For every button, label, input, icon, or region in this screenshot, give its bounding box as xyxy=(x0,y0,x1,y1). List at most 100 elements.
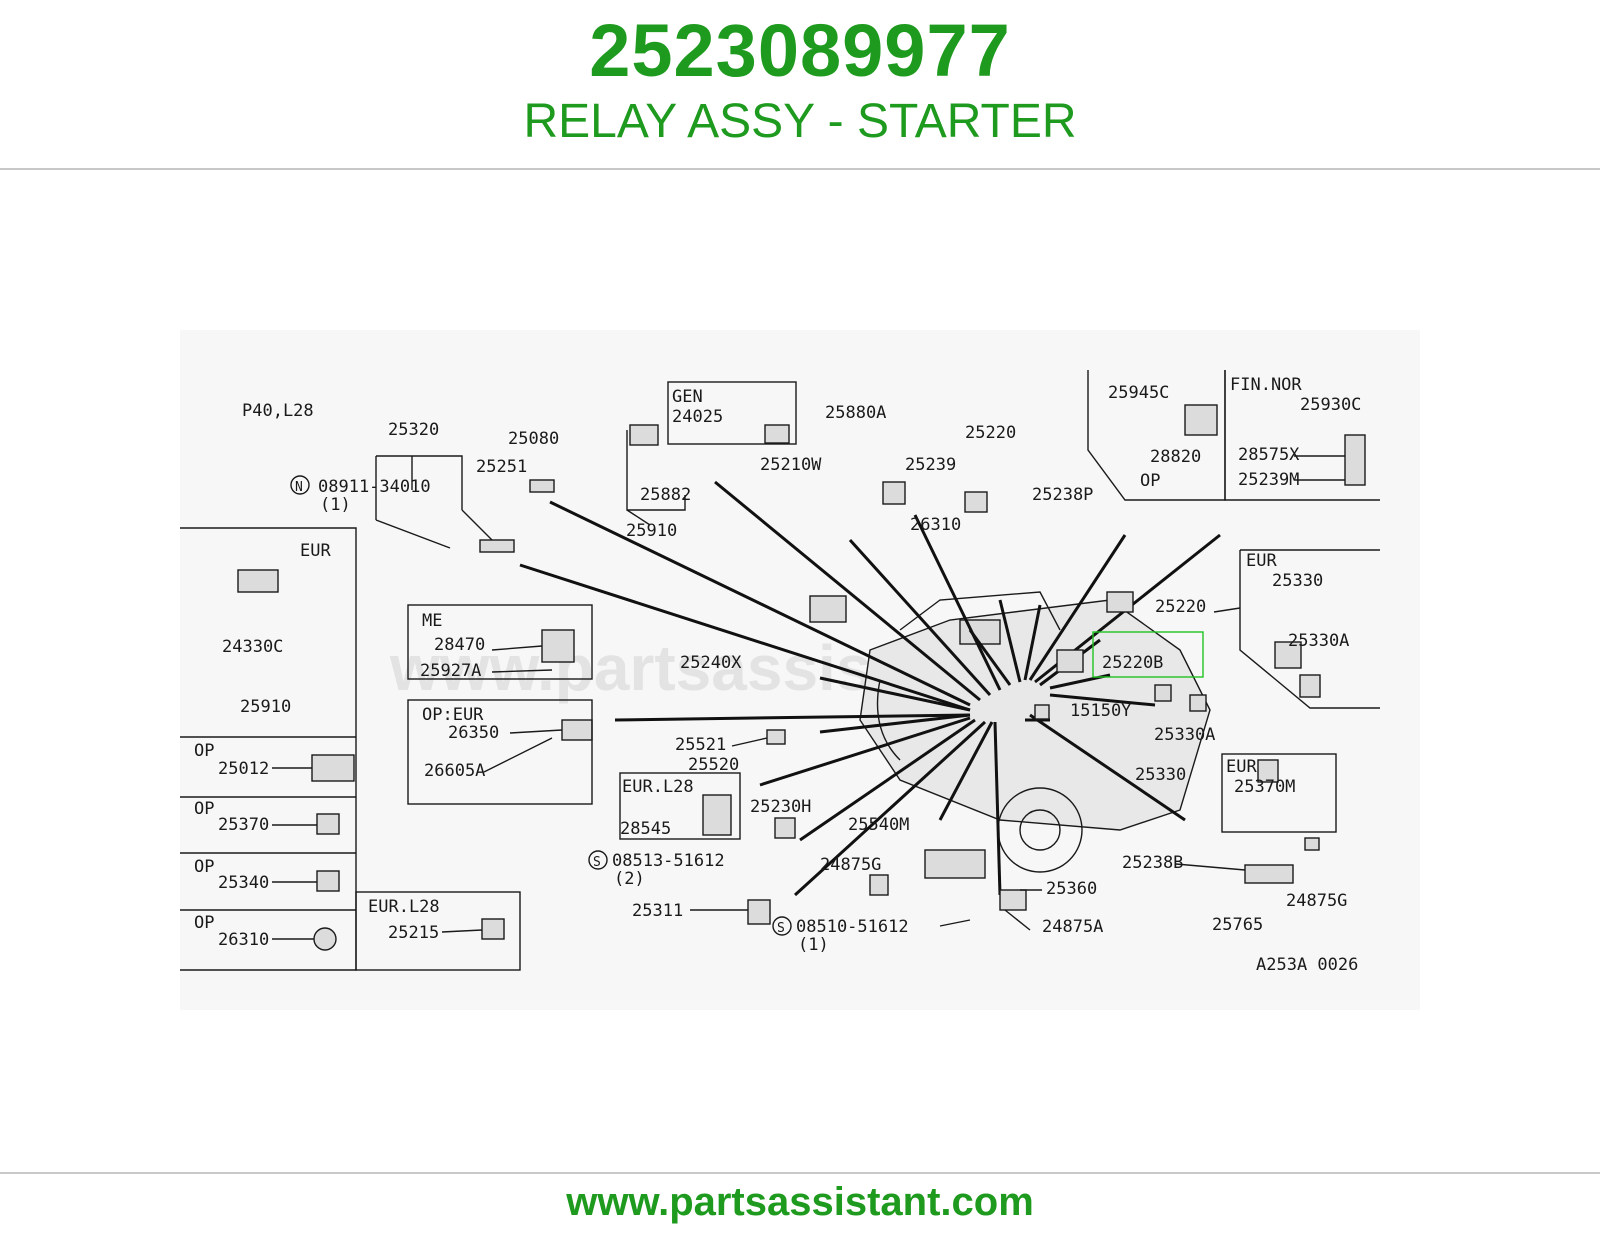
part-label: 28575X xyxy=(1238,445,1300,465)
part-symbol: S xyxy=(777,921,785,936)
relay-26350-shape xyxy=(561,719,593,741)
part-symbol: S xyxy=(593,855,601,870)
part-label: 25330 xyxy=(1272,571,1323,591)
part-label: 26310 xyxy=(910,515,961,535)
bulb-25320-shape xyxy=(479,539,515,553)
part-label: 25930C xyxy=(1300,395,1361,415)
relay-26310-left-shape xyxy=(313,927,337,951)
s-symbol-circle xyxy=(772,916,792,936)
part-label: 25080 xyxy=(508,429,559,449)
box-label-eur-bottom-right: EUR xyxy=(1226,757,1257,777)
clip-24875g-shape xyxy=(1304,837,1320,851)
footer-divider xyxy=(0,1172,1600,1174)
eur-left-frame xyxy=(180,527,357,971)
part-label: 25340 xyxy=(218,873,269,893)
eur-bottom-right-box xyxy=(1221,753,1337,833)
part-label: 25230H xyxy=(750,797,811,817)
box-label-op-3: OP xyxy=(194,857,214,877)
module-28545-shape xyxy=(702,794,732,836)
part-label: 25927A xyxy=(420,661,481,681)
parts-diagram: www.partsassistant.com xyxy=(180,330,1420,1010)
part-label: 08513-51612 xyxy=(612,851,725,871)
bracket-28470-shape xyxy=(541,629,575,663)
part-label: 25330 xyxy=(1135,765,1186,785)
n-symbol-circle xyxy=(290,475,310,495)
box-label-eur-l28-b: EUR.L28 xyxy=(368,897,440,917)
bracket-24875g-shape xyxy=(869,874,889,896)
diagram-labels: P40,L28 A253A 0026 GEN ME OP:EUR EUR.L28… xyxy=(194,375,1361,975)
relay-26310-shape xyxy=(882,481,906,505)
switch-25311-shape xyxy=(747,899,771,925)
part-label: 25540M xyxy=(848,815,909,835)
part-label: 25220 xyxy=(1155,597,1206,617)
part-label: 25220 xyxy=(965,423,1016,443)
part-label: 25370M xyxy=(1234,777,1295,797)
parts-diagram-svg: www.partsassistant.com xyxy=(180,370,1380,975)
part-label: 15150Y xyxy=(1070,701,1131,721)
part-label: 25012 xyxy=(218,759,269,779)
relay-25370m-shape xyxy=(1257,759,1279,783)
relay-25215-shape xyxy=(481,918,505,940)
part-label: 28545 xyxy=(620,819,671,839)
relay-25370-shape xyxy=(316,813,340,835)
part-qty: (1) xyxy=(320,495,351,515)
switch-25330-mid-shape xyxy=(1154,684,1172,702)
fin-nor-frame xyxy=(1224,370,1380,501)
s-symbol-circle xyxy=(588,850,608,870)
part-qty: (1) xyxy=(798,935,829,955)
bulb-25251-shape xyxy=(529,479,555,493)
part-label: 25521 xyxy=(675,735,726,755)
part-label-highlighted: 25220B xyxy=(1102,653,1163,673)
part-label: 25370 xyxy=(218,815,269,835)
part-label: 25215 xyxy=(388,923,439,943)
part-label: 25520 xyxy=(688,755,739,775)
part-label: 25240X xyxy=(680,653,742,673)
footer-website-link[interactable]: www.partsassistant.com xyxy=(566,1180,1034,1224)
relay-25910-shape xyxy=(629,424,659,446)
header-divider xyxy=(0,168,1600,170)
switch-25330-right-shape xyxy=(1299,674,1321,698)
box-label-eur-right: EUR xyxy=(1246,551,1277,571)
part-label: 25330A xyxy=(1288,631,1349,651)
switch-25360-shape xyxy=(999,889,1027,911)
part-label: 25251 xyxy=(476,457,527,477)
part-shapes xyxy=(237,404,1366,951)
eur-right-frame xyxy=(1239,549,1380,709)
relay-25220-shape xyxy=(1106,591,1134,613)
part-label: 24330C xyxy=(222,637,283,657)
part-label: 25239 xyxy=(905,455,956,475)
leader-arrows xyxy=(519,480,1221,897)
part-label: 25238P xyxy=(1032,485,1093,505)
sensor-15150y-shape xyxy=(1034,704,1050,720)
relay-24330c-shape xyxy=(237,569,279,593)
box-label-op-1: OP xyxy=(194,741,214,761)
box-label-gen: GEN xyxy=(672,387,703,407)
part-symbol: N xyxy=(295,480,303,495)
box-label-me: ME xyxy=(422,611,442,631)
op-eur-box xyxy=(407,699,593,805)
switch-25540m-shape xyxy=(924,849,986,879)
drawing-code: A253A 0026 xyxy=(1256,955,1358,975)
part-label: 25765 xyxy=(1212,915,1263,935)
box-label-fin-nor: FIN.NOR xyxy=(1230,375,1302,395)
unit-25012-shape xyxy=(311,754,355,782)
relay-25239-shape xyxy=(964,491,988,513)
part-label: 25239M xyxy=(1238,470,1299,490)
part-label: 26310 xyxy=(218,930,269,950)
part-label: 25320 xyxy=(388,420,439,440)
part-label: 24025 xyxy=(672,407,723,427)
eur-l28-box-b xyxy=(355,891,521,971)
page-header: 2523089977 RELAY ASSY - STARTER xyxy=(0,0,1600,170)
part-label: 08911-34010 xyxy=(318,477,431,497)
part-label: 25311 xyxy=(632,901,683,921)
relay-25210w-shape xyxy=(809,595,847,623)
part-label: 26605A xyxy=(424,761,485,781)
part-label: 24875G xyxy=(1286,891,1347,911)
relay-block-shape xyxy=(959,619,1001,645)
part-label: 24875G xyxy=(820,855,881,875)
part-number-title: 2523089977 xyxy=(589,9,1011,92)
unit-25765-shape xyxy=(1244,864,1294,884)
model-label: P40,L28 xyxy=(242,401,314,421)
part-label: 25880A xyxy=(825,403,886,423)
box-label-eur-left: EUR xyxy=(300,541,331,561)
